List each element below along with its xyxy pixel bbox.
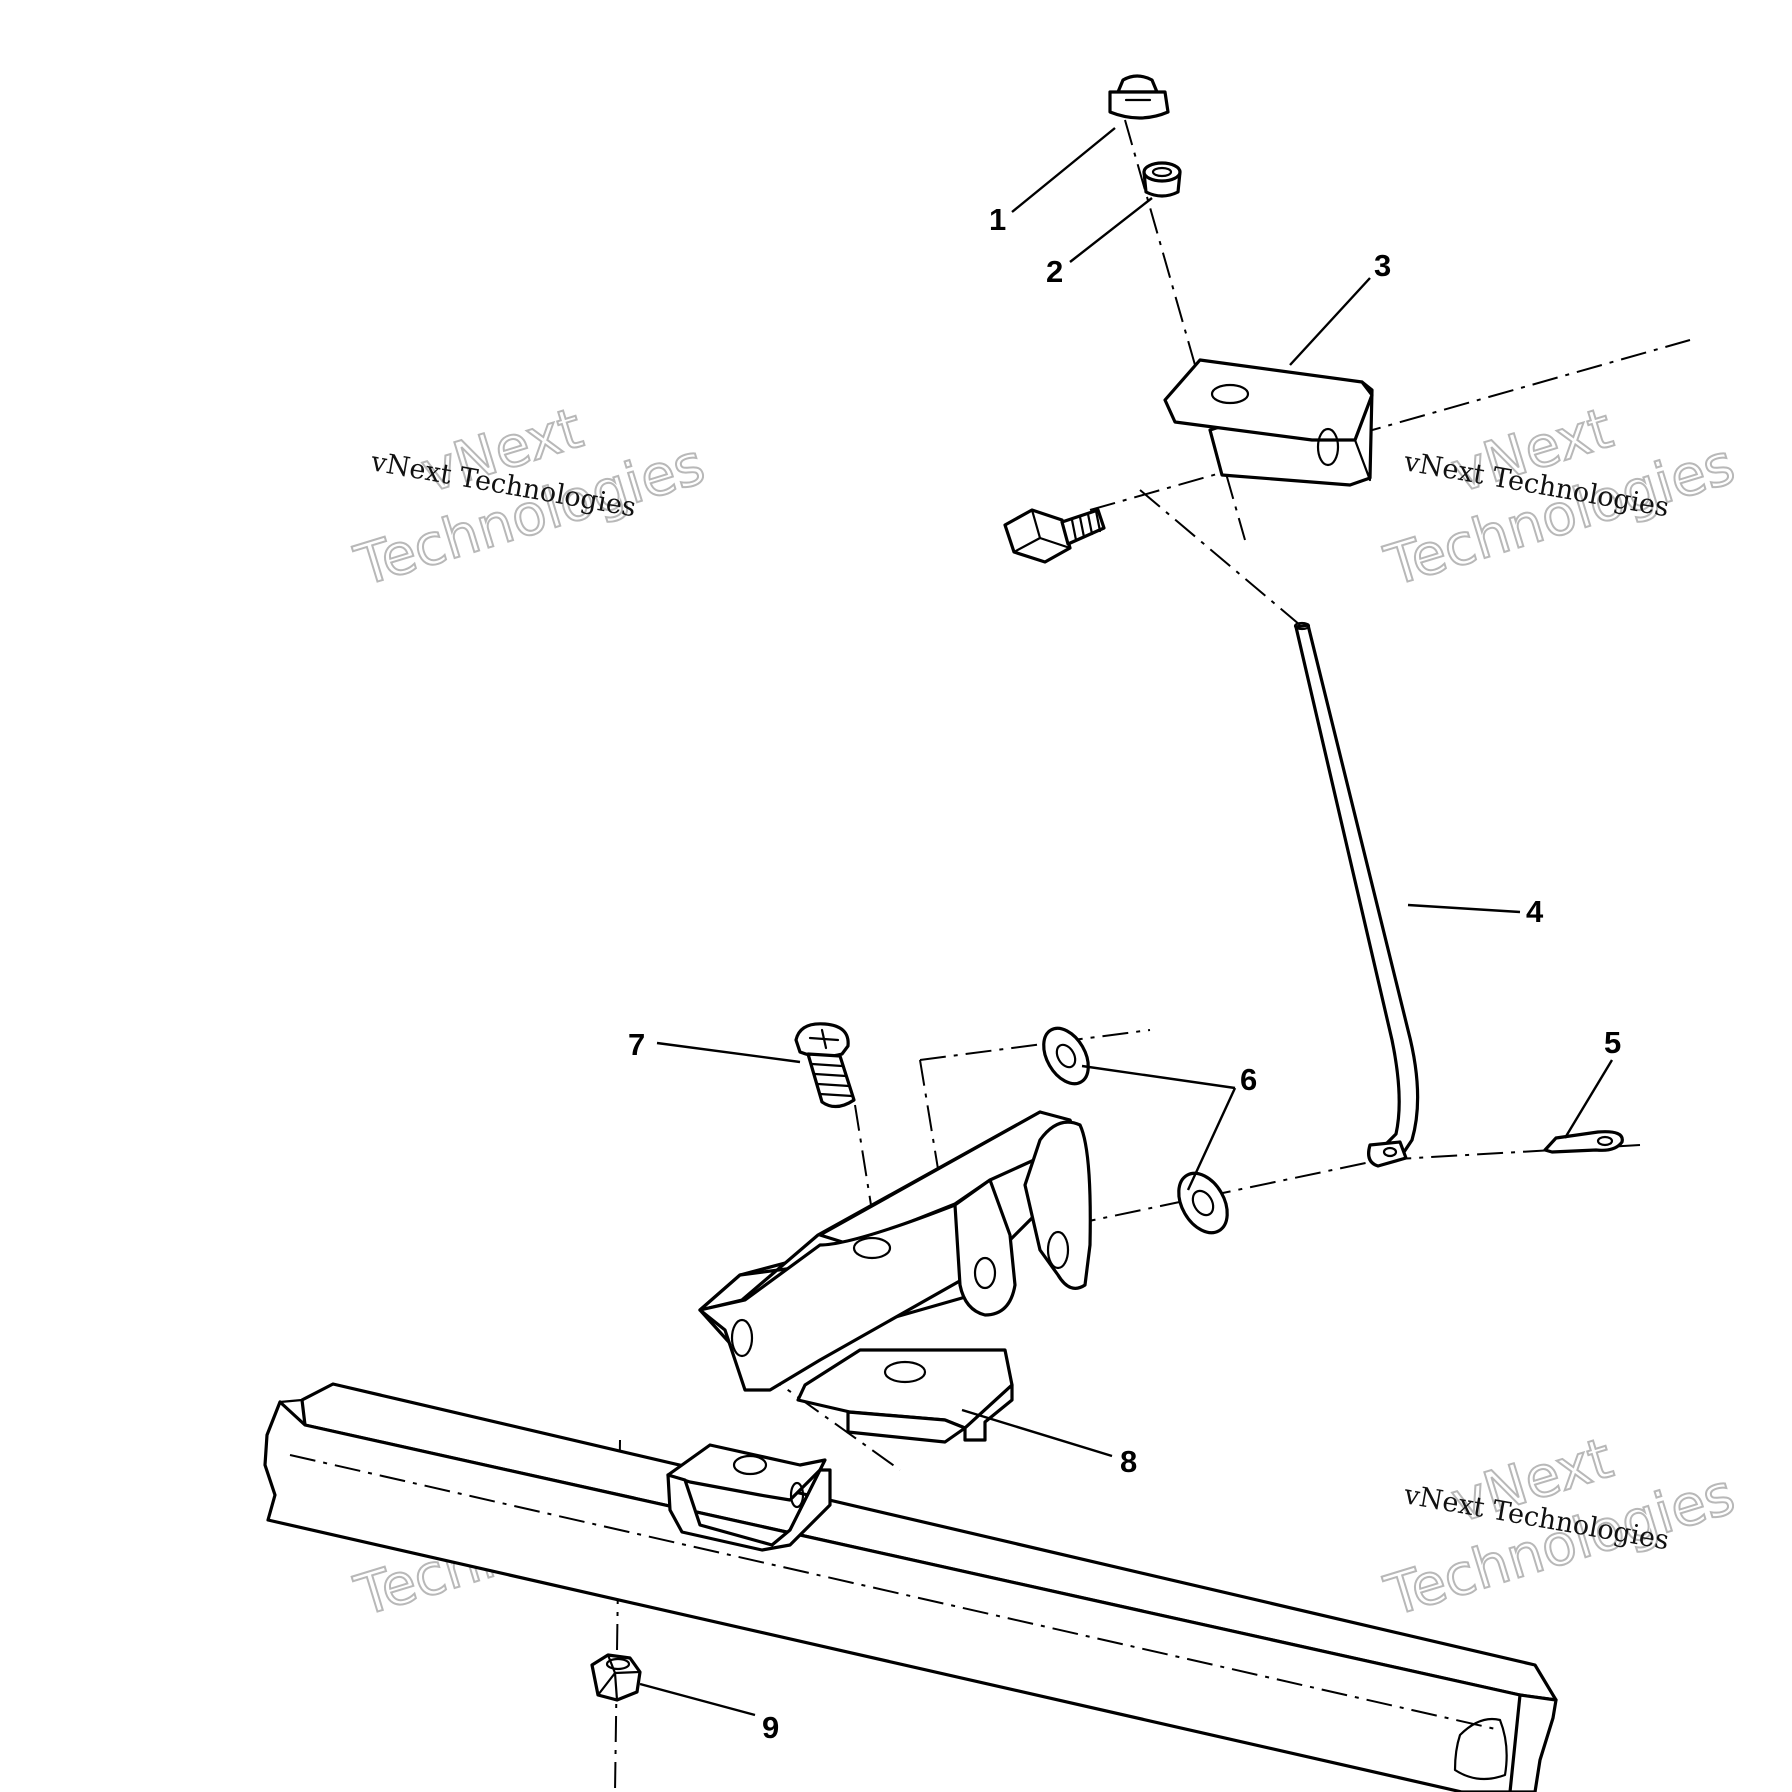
bracket-hole-middle (973, 1256, 997, 1290)
upper-bracket-part-3 (1163, 358, 1374, 487)
leader-4 (1407, 903, 1521, 914)
callout-1: 1 (989, 202, 1006, 237)
leader-3 (1289, 277, 1371, 366)
control-rod-part-4 (1293, 621, 1420, 1168)
bracket-hole-left (730, 1318, 754, 1358)
pivot-bracket (698, 1110, 1092, 1392)
hex-bolt (1003, 508, 1106, 564)
phillips-screw-part-7 (794, 1022, 856, 1109)
frame-clip (666, 1443, 832, 1552)
callout-6: 6 (1240, 1062, 1257, 1097)
leader-9 (639, 1682, 756, 1717)
centerline-pivot-axis (1089, 339, 1691, 511)
callout-8: 8 (1120, 1444, 1137, 1479)
washer-lower-part-6 (1177, 1171, 1229, 1235)
callout-3: 3 (1374, 248, 1391, 283)
hex-nut-part-9 (590, 1653, 642, 1702)
square-tube-frame (263, 1382, 1558, 1792)
hairpin-clip-part-5 (1543, 1130, 1624, 1154)
leader-1 (1011, 127, 1116, 213)
lock-washer-part-2 (1142, 161, 1182, 198)
washer-upper-part-6 (1042, 1026, 1090, 1086)
leader-2 (1069, 197, 1153, 263)
leader-6a (1081, 1064, 1236, 1090)
callout-7: 7 (628, 1027, 645, 1062)
centerline-washer (919, 1029, 1151, 1061)
bracket-hole-top (852, 1236, 892, 1260)
centerline-bolt-axis (1124, 119, 1246, 541)
leader-8 (961, 1408, 1113, 1458)
callout-2: 2 (1046, 254, 1063, 289)
base-plate-part-8 (796, 1348, 1014, 1444)
callout-4: 4 (1526, 894, 1544, 929)
leader-lines (639, 127, 1614, 1717)
leader-6b (1186, 1087, 1237, 1191)
callout-5: 5 (1604, 1025, 1621, 1060)
cap-nut-part-1 (1108, 74, 1170, 120)
callout-9: 9 (762, 1710, 779, 1745)
centerline-lower-pivot (1069, 1144, 1641, 1226)
centerline-rod-top (1139, 489, 1301, 626)
bracket-hole-right (1046, 1230, 1070, 1270)
leader-7 (656, 1041, 801, 1064)
leader-5 (1563, 1059, 1614, 1139)
centerline-clip (759, 1369, 901, 1471)
callout-labels: 1 2 3 4 5 6 7 8 9 (628, 202, 1621, 1745)
